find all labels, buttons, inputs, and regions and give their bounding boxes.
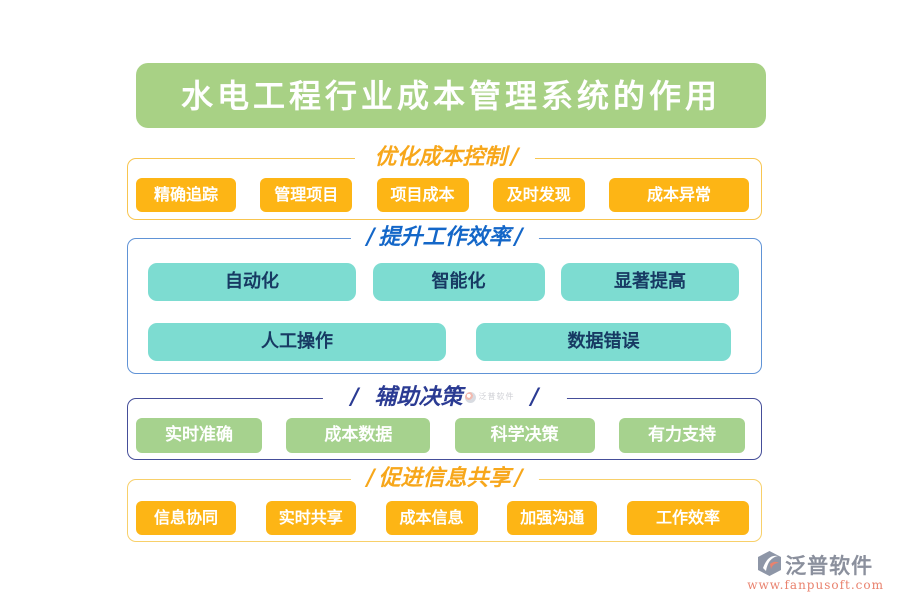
fanpu-logo-icon <box>758 551 782 576</box>
section-header-label: 提升工作效率 <box>378 223 511 250</box>
decorative-slash-right: / <box>514 464 523 491</box>
chip-strengthen-communication: 加强沟通 <box>507 501 598 535</box>
chip-row: 人工操作 数据错误 <box>148 323 731 361</box>
chip-row: 实时准确 成本数据 科学决策 有力支持 <box>136 418 745 453</box>
chip-manage-project: 管理项目 <box>260 178 353 212</box>
section-header-label: 辅助决策 <box>374 383 463 410</box>
brand-url: www.fanpusoft.com <box>747 578 884 592</box>
fanpu-watermark-icon <box>464 391 476 403</box>
decorative-slash-left: / <box>366 464 375 491</box>
section-header-label: 优化成本控制 <box>374 143 507 170</box>
decorative-slash-right: / <box>514 223 523 250</box>
fanpu-watermark: 泛普软件 <box>464 391 515 403</box>
decorative-slash-right: / <box>510 143 519 170</box>
chip-accurate-tracking: 精确追踪 <box>136 178 236 212</box>
chip-scientific-decision: 科学决策 <box>454 418 595 453</box>
chip-manual-operation: 人工操作 <box>148 323 446 361</box>
decorative-slash-right: / <box>530 383 539 410</box>
chip-cost-anomaly: 成本异常 <box>609 178 749 212</box>
chip-project-cost: 项目成本 <box>376 178 469 212</box>
section-assist-decision: / 辅助决策 泛普软件 / 实时准确 成本数据 科学决策 有力支持 <box>127 385 762 460</box>
chip-row: 自动化 智能化 显著提高 <box>148 263 739 301</box>
brand-name: 泛普软件 <box>785 553 874 578</box>
section-header-decision: / 辅助决策 泛普软件 / <box>322 383 567 410</box>
section-header-label: 促进信息共享 <box>378 464 511 491</box>
decorative-slash-left: / <box>366 223 375 250</box>
chip-strong-support: 有力支持 <box>618 418 745 453</box>
chip-automation: 自动化 <box>148 263 356 301</box>
section-header-info-sharing: / 促进信息共享 / <box>350 464 539 491</box>
section-optimize-cost-control: 优化成本控制 / 精确追踪 管理项目 项目成本 及时发现 成本异常 <box>127 145 762 220</box>
chip-realtime-accurate: 实时准确 <box>136 418 262 453</box>
chip-data-error: 数据错误 <box>476 323 731 361</box>
chip-row: 精确追踪 管理项目 项目成本 及时发现 成本异常 <box>136 178 749 212</box>
chip-cost-data: 成本数据 <box>286 418 431 453</box>
page-title: 水电工程行业成本管理系统的作用 <box>136 63 766 128</box>
section-header-cost-control: 优化成本控制 / <box>354 143 535 170</box>
chip-info-collaboration: 信息协同 <box>136 501 236 535</box>
chip-realtime-sharing: 实时共享 <box>265 501 356 535</box>
section-promote-info-sharing: / 促进信息共享 / 信息协同 实时共享 成本信息 加强沟通 工作效率 <box>127 466 762 542</box>
section-header-efficiency: / 提升工作效率 / <box>350 223 539 250</box>
chip-work-efficiency: 工作效率 <box>627 501 749 535</box>
chip-row: 信息协同 实时共享 成本信息 加强沟通 工作效率 <box>136 501 749 535</box>
chip-cost-info: 成本信息 <box>385 501 478 535</box>
fanpu-watermark-text: 泛普软件 <box>478 391 515 401</box>
fanpu-branding: 泛普软件 www.fanpusoft.com <box>747 551 884 592</box>
chip-timely-detection: 及时发现 <box>492 178 585 212</box>
decorative-slash-left: / <box>350 383 359 410</box>
section-improve-efficiency: / 提升工作效率 / 自动化 智能化 显著提高 人工操作 数据错误 <box>127 225 762 374</box>
chip-significant-improvement: 显著提高 <box>561 263 739 301</box>
chip-intelligence: 智能化 <box>372 263 545 301</box>
